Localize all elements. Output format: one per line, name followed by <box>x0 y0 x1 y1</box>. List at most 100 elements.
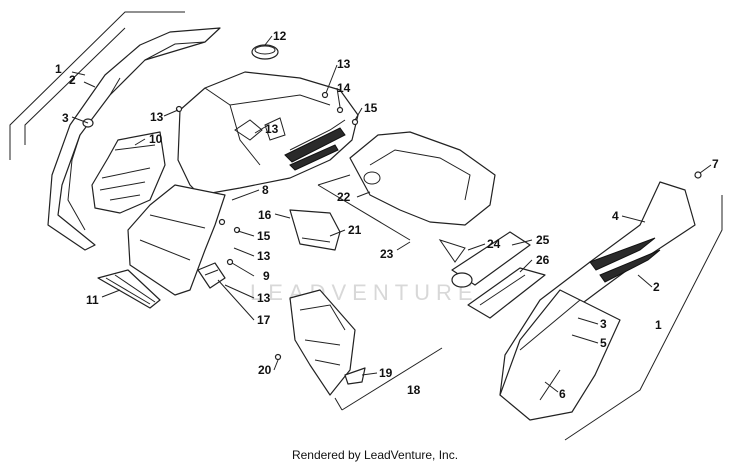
callout-1-left: 1 <box>55 62 62 76</box>
diagram-stroke <box>139 239 191 261</box>
diagram-stroke <box>127 184 226 296</box>
leader-line <box>224 284 255 299</box>
diagram-stroke <box>197 262 226 289</box>
callout-3-right: 3 <box>600 317 607 331</box>
diagram-stroke <box>363 171 381 185</box>
windshield-part <box>289 209 341 251</box>
render-caption: Rendered by LeadVenture, Inc. <box>291 448 459 462</box>
callout-21: 21 <box>348 223 362 237</box>
diagram-stroke <box>341 347 443 411</box>
diagram-stroke <box>97 269 161 309</box>
callout-15-b: 15 <box>257 229 271 243</box>
callout-6: 6 <box>559 387 566 401</box>
leader-line <box>519 259 533 273</box>
callout-8: 8 <box>262 183 269 197</box>
leader-line <box>544 381 559 393</box>
diagram-stroke <box>539 369 561 401</box>
diagram-stroke <box>349 131 496 226</box>
diagram-stroke <box>114 144 156 151</box>
callout-19: 19 <box>379 366 393 380</box>
leader-line <box>361 372 378 376</box>
callout-13-a: 13 <box>150 110 164 124</box>
diagram-stroke <box>101 167 151 179</box>
diagram-stroke <box>254 45 276 55</box>
leader-line <box>83 81 96 88</box>
diagram-stroke <box>467 267 546 319</box>
callout-25: 25 <box>536 233 550 247</box>
leader-line <box>637 274 653 288</box>
diagram-stroke <box>234 119 263 141</box>
diagram-stroke <box>67 134 86 231</box>
leader-line <box>325 64 338 94</box>
leader-line <box>231 189 260 201</box>
watermark-text: LEADVENTURE <box>250 280 479 305</box>
fastener-9 <box>226 258 234 266</box>
callout-13-d: 13 <box>257 249 271 263</box>
diagram-stroke <box>24 27 126 145</box>
callout-18: 18 <box>407 383 421 397</box>
leader-line <box>264 35 273 46</box>
diagram-stroke <box>264 117 286 141</box>
fuel-cap-part <box>251 44 279 60</box>
diagram-stroke <box>299 304 346 331</box>
callout-22: 22 <box>337 190 351 204</box>
right-side-panel-group <box>499 181 723 441</box>
callout-13-e: 13 <box>257 291 271 305</box>
callout-13-c: 13 <box>265 122 279 136</box>
callout-24: 24 <box>487 237 501 251</box>
leader-line <box>254 126 266 134</box>
callout-10: 10 <box>149 132 163 146</box>
diagram-stroke <box>284 127 346 163</box>
diagram-stroke <box>317 184 411 241</box>
leader-line <box>621 215 646 223</box>
diagram-stroke <box>564 195 723 441</box>
diagram-stroke <box>109 77 121 96</box>
left-side-panel-group <box>9 11 221 251</box>
diagram-stroke <box>499 289 621 421</box>
fastener-7 <box>694 171 702 179</box>
callout-13-b: 13 <box>337 57 351 71</box>
leader-line <box>329 229 346 237</box>
diagram-stroke <box>114 274 156 303</box>
callout-4: 4 <box>612 209 619 223</box>
leader-line <box>467 243 486 251</box>
diagram-stroke <box>289 119 346 151</box>
bracket-part <box>197 262 226 289</box>
diagram-stroke <box>599 249 661 283</box>
leader-line <box>273 359 279 371</box>
diagram-stroke <box>229 104 261 166</box>
leader-line <box>163 109 179 117</box>
fastener-13b <box>321 91 329 99</box>
diagram-stroke <box>589 237 656 271</box>
battery-cover-part <box>451 231 546 319</box>
fastener-15a <box>351 118 359 126</box>
diagram-stroke <box>479 274 526 306</box>
fastener-20 <box>274 353 282 361</box>
leader-line <box>71 116 89 124</box>
callout-2-left: 2 <box>69 73 76 87</box>
callout-26: 26 <box>536 253 550 267</box>
diagram-stroke <box>204 269 219 276</box>
leader-line <box>233 247 255 257</box>
callout-2-right: 2 <box>653 280 660 294</box>
leader-line <box>571 334 599 344</box>
leader-line <box>101 289 121 298</box>
leader-line <box>511 239 533 246</box>
diagram-stroke <box>109 194 141 201</box>
leader-line <box>134 138 146 146</box>
diagram-stroke <box>149 214 206 229</box>
diagram-stroke <box>369 149 471 201</box>
diagram-stroke <box>314 359 341 366</box>
leader-line <box>231 262 255 277</box>
leader-line <box>237 230 255 237</box>
leader-line <box>396 241 411 251</box>
leader-line <box>699 164 712 174</box>
callout-17: 17 <box>257 313 271 327</box>
diagram-stroke <box>304 339 341 346</box>
diagram-stroke <box>317 174 351 186</box>
diagram-stroke <box>301 237 331 243</box>
callout-16: 16 <box>258 208 272 222</box>
callout-9: 9 <box>263 269 270 283</box>
diagram-stroke <box>334 397 343 411</box>
